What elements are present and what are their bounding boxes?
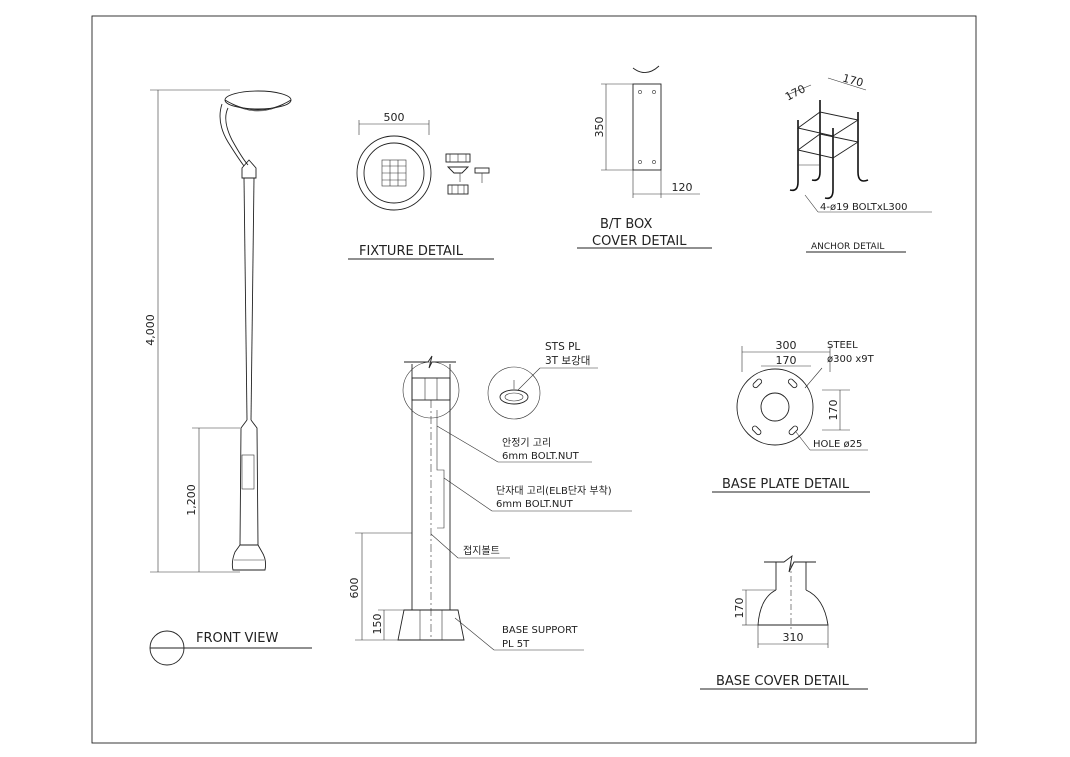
cover-dim-height: 170: [733, 598, 746, 619]
note-base-support-2: PL 5T: [502, 639, 530, 650]
plate-dim-side: 170: [827, 400, 840, 421]
plate-dim-inner: 170: [776, 354, 797, 367]
pole-base-section: [239, 419, 259, 546]
anchor-detail-title: ANCHOR DETAIL: [811, 242, 884, 252]
plate-steel-label-2: ø300 x9T: [827, 354, 875, 365]
sts-label-2: 3T 보강대: [545, 355, 590, 367]
anchor-dim-b: 170: [841, 72, 865, 90]
plate-dim-outer: 300: [776, 339, 797, 352]
base-plate-center-hole: [760, 392, 790, 422]
pole-section-detail: 600 150 STS PL 3T 보강대 안정기 고리 6mm BOLT.NU…: [348, 341, 632, 651]
section-callout-circle: [402, 361, 460, 419]
cover-dim-width: 310: [783, 631, 804, 644]
section-dim-600: 600: [348, 578, 361, 599]
base-cover-shape: [757, 589, 829, 626]
bt-box-detail: 350 120 B/T BOX COVER DETAIL: [577, 65, 712, 249]
dim-lower-label: 1,200: [185, 484, 198, 516]
bt-box-cover-plate: [632, 83, 662, 171]
note-terminal-2: 6mm BOLT.NUT: [496, 499, 574, 510]
base-plate-outer: [736, 368, 814, 446]
bt-box-dim-width: 120: [672, 181, 693, 194]
plate-steel-label-1: STEEL: [827, 340, 858, 351]
base-plate-title: BASE PLATE DETAIL: [722, 477, 850, 492]
pole-shaft: [243, 177, 248, 421]
dim-total-label: 4,000: [144, 314, 157, 346]
fixture-outer-circle: [356, 135, 432, 211]
fixture-dim-label: 500: [384, 111, 405, 124]
base-support-plate: [397, 609, 465, 641]
fixture-detail-title: FIXTURE DETAIL: [359, 244, 464, 259]
base-cover-title: BASE COVER DETAIL: [716, 674, 850, 689]
lamp-arm: [225, 107, 249, 166]
anchor-rod-1: [789, 120, 799, 192]
sts-callout-circle: [487, 366, 541, 420]
note-base-support-1: BASE SUPPORT: [502, 625, 578, 636]
section-dim-150: 150: [371, 614, 384, 635]
bt-box-title-2: COVER DETAIL: [592, 234, 687, 249]
front-view-title: FRONT VIEW: [196, 631, 278, 646]
bt-box-dim-height: 350: [593, 117, 606, 138]
bt-box-title-1: B/T BOX: [600, 217, 652, 232]
note-ballast-2: 6mm BOLT.NUT: [502, 451, 580, 462]
base-plate-detail: 300 170 170 STEEL ø300 x9T HOLE ø25 BASE…: [712, 339, 875, 493]
note-ground-bolt: 접지볼트: [463, 545, 500, 557]
note-terminal-1: 단자대 고리(ELB단자 부착): [496, 485, 612, 497]
note-ballast-1: 안정기 고리: [502, 437, 551, 449]
anchor-dim-a: 170: [783, 82, 808, 103]
anchor-detail: 170 170 4-ø19 BOLTxL300 ANCHOR DETAIL: [783, 72, 932, 253]
luminaire-head: [224, 90, 292, 110]
plate-hole-note: HOLE ø25: [813, 439, 862, 450]
fixture-detail: 500 FIXTURE DETAIL: [348, 111, 494, 260]
front-view: 4,000 1,200 FRONT VIEW: [144, 89, 312, 666]
bt-box-door: [241, 454, 255, 490]
sheet-border: [91, 15, 977, 744]
anchor-bolt-note: 4-ø19 BOLTxL300: [820, 202, 907, 213]
base-cover-detail: 170 310 BASE COVER DETAIL: [700, 554, 868, 690]
sts-label-1: STS PL: [545, 341, 580, 353]
base-cover: [231, 544, 267, 571]
